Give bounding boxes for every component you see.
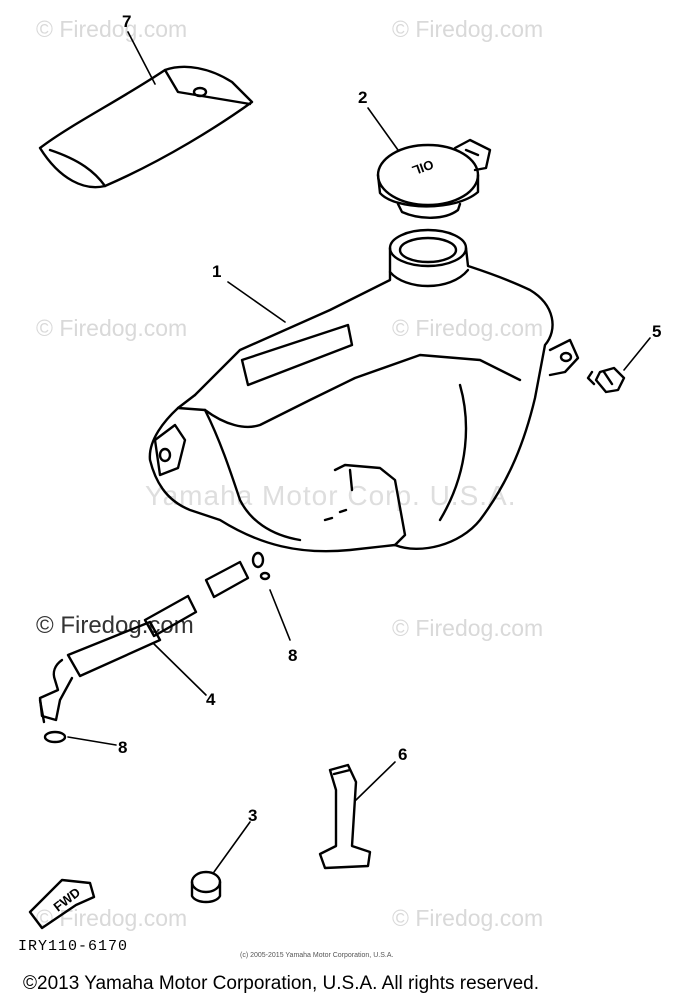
small-copyright: (c) 2005-2015 Yamaha Motor Corporation, …: [240, 952, 394, 959]
tank-part-1: [148, 228, 580, 553]
callout-4: 4: [206, 690, 216, 709]
pad-part-7: [38, 65, 254, 189]
cap-part-2: [376, 138, 492, 219]
diagram-code: IRY110-6170: [18, 938, 129, 955]
watermark: © Firedog.com: [36, 16, 188, 42]
callout-8: 8: [288, 646, 298, 665]
callout-3: 3: [248, 806, 258, 825]
copyright-footer: ©2013 Yamaha Motor Corporation, U.S.A. A…: [23, 973, 539, 994]
clip-part-8: [43, 551, 271, 744]
watermark: © Firedog.com: [36, 315, 188, 341]
bolt-part-5: [586, 366, 626, 394]
callout-2: 2: [358, 88, 368, 107]
hose-part-4: [38, 560, 250, 724]
watermark: © Firedog.com: [392, 16, 544, 42]
callout-8: 8: [118, 738, 128, 757]
leader-lines: [67, 31, 651, 873]
fwd-arrow: [28, 878, 96, 930]
callout-1: 1: [212, 262, 222, 281]
grommet-part-3: [190, 870, 222, 904]
watermark: © Firedog.com: [36, 905, 188, 931]
watermark: © Firedog.com: [392, 315, 544, 341]
callout-5: 5: [652, 322, 662, 341]
callout-7: 7: [122, 12, 132, 31]
callout-6: 6: [398, 745, 408, 764]
watermark: Yamaha Motor Corp. U.S.A.: [145, 480, 517, 511]
watermark: © Firedog.com: [36, 612, 194, 639]
watermark: © Firedog.com: [392, 905, 544, 931]
watermark: © Firedog.com: [392, 615, 544, 641]
strap-part-6: [318, 763, 372, 870]
